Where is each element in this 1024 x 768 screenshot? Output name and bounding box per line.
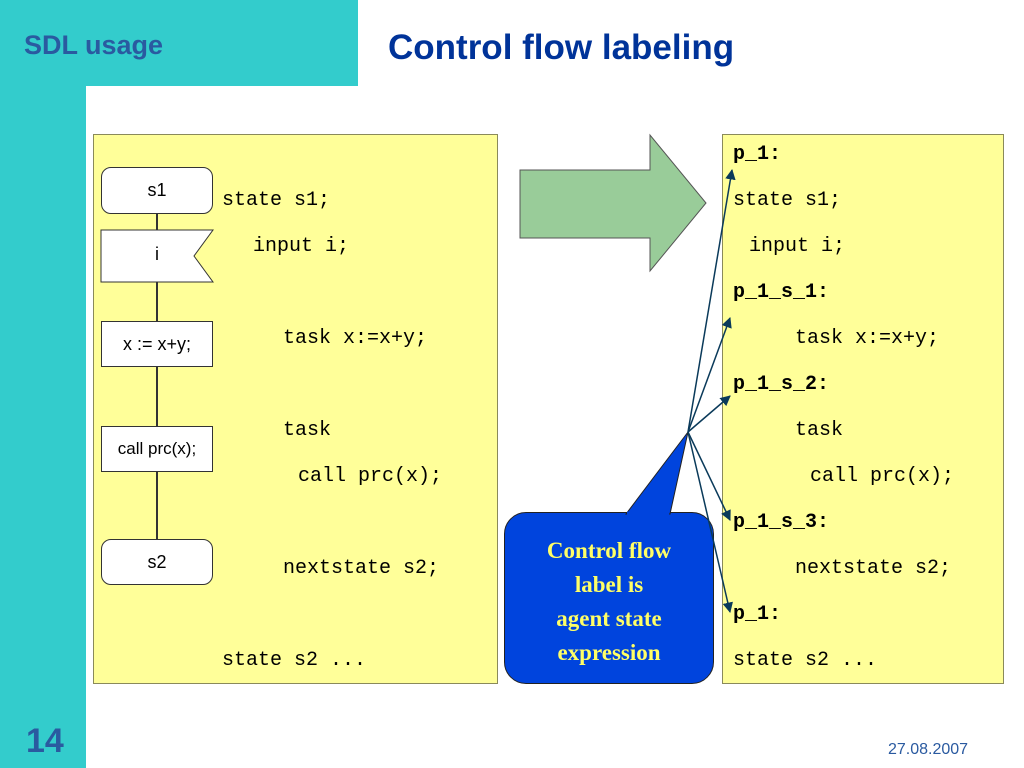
code-line: nextstate s2; — [283, 557, 440, 580]
code-line: task x:=x+y; — [283, 327, 428, 350]
code-line: state s1; — [733, 189, 842, 212]
code-line: input i; — [749, 235, 846, 258]
label-line: p_1_s_2: — [733, 373, 830, 396]
code-line: call prc(x); — [810, 465, 955, 488]
callout-text: Control flow label is agent state expres… — [504, 534, 714, 670]
slide-date: 27.08.2007 — [888, 741, 969, 758]
sdl-flow-line — [156, 214, 158, 539]
callout-line: agent state — [556, 606, 662, 631]
code-line: task — [283, 419, 332, 442]
sdl-task-call: call prc(x); — [101, 426, 213, 472]
sdl-nextstate-s2: s2 — [101, 539, 213, 585]
left-code-panel — [93, 134, 498, 684]
label-line: p_1_s_1: — [733, 281, 830, 304]
code-line: call prc(x); — [298, 465, 443, 488]
callout-box — [504, 512, 714, 684]
code-line: task — [795, 419, 844, 442]
label-line: p_1_s_3: — [733, 511, 830, 534]
right-code-panel — [722, 134, 1004, 684]
callout-line: label is — [574, 572, 644, 597]
slide-title: Control flow labeling — [388, 28, 735, 67]
teal-header-band — [0, 0, 358, 86]
code-line: state s2 ... — [222, 649, 367, 672]
teal-sidebar — [0, 0, 86, 768]
code-line: input i; — [253, 235, 350, 258]
slide-number: 14 — [26, 722, 64, 760]
sdl-state-s1: s1 — [101, 167, 213, 214]
label-line: p_1: — [733, 143, 782, 166]
code-line: nextstate s2; — [795, 557, 952, 580]
label-line: p_1: — [733, 603, 782, 626]
callout-line: expression — [557, 640, 661, 665]
code-line: state s1; — [222, 189, 331, 212]
sdl-input-i: i — [155, 244, 159, 264]
callout-line: Control flow — [546, 538, 672, 563]
section-title: SDL usage — [24, 30, 164, 60]
code-line: state s2 ... — [733, 649, 878, 672]
code-line: task x:=x+y; — [795, 327, 940, 350]
sdl-task-assign: x := x+y; — [101, 321, 213, 367]
